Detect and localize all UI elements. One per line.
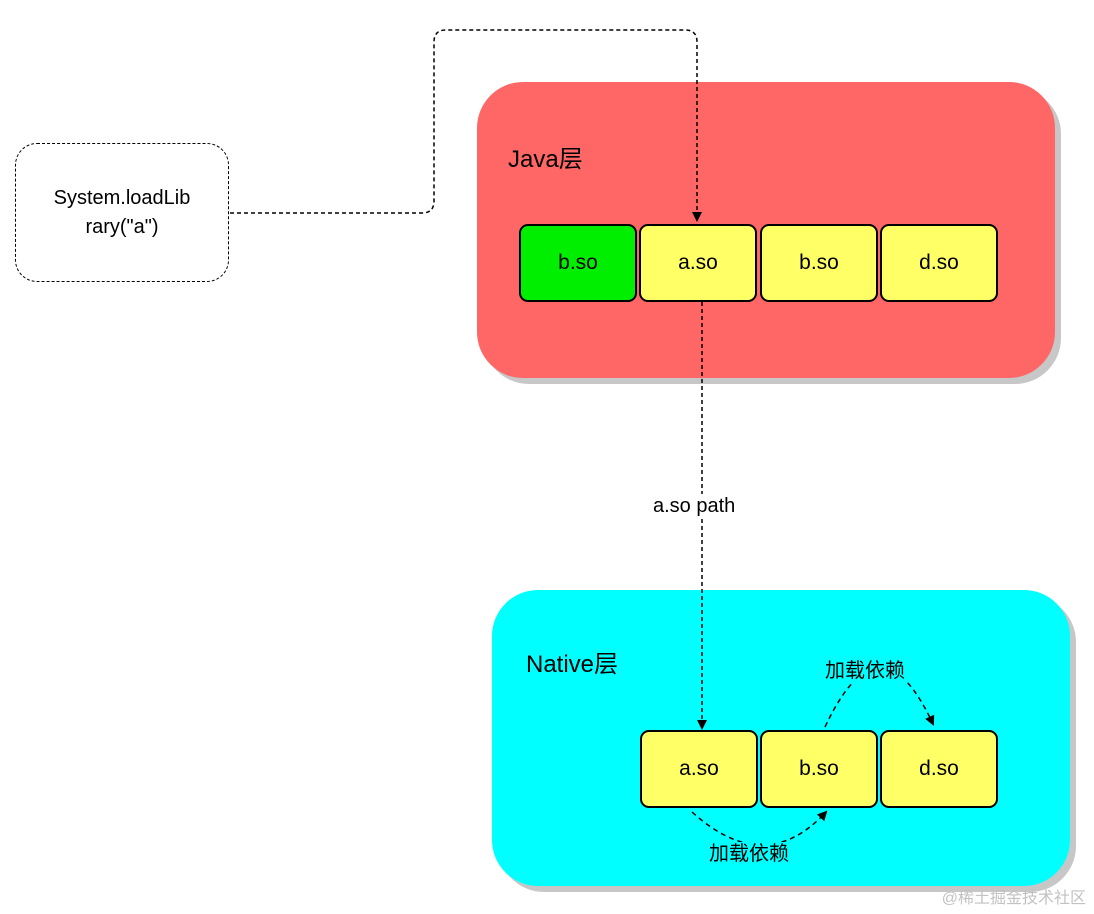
java-layer-panel: Java层 b.so a.so b.so d.so [477,82,1055,378]
native-layer-title: Native层 [526,651,619,678]
call-text-line-2: rary("a") [85,215,159,238]
a-so-path-label: a.so path [651,494,738,518]
dependency-label-bottom: 加载依赖 [707,842,791,866]
native-lib-d-so: d.so [880,730,998,808]
call-text-line-1: System.loadLib [53,186,191,209]
watermark: @稀土掘金技术社区 [941,890,1086,907]
java-layer-title: Java层 [508,146,583,173]
dependency-label-top: 加载依赖 [823,659,907,683]
java-lib-d-so: d.so [880,224,998,302]
java-lib-b-so-loaded: b.so [519,224,637,302]
java-lib-b-so: b.so [760,224,878,302]
load-library-call-box: System.loadLib rary("a") [15,143,229,282]
native-lib-a-so: a.so [640,730,758,808]
java-lib-a-so: a.so [639,224,757,302]
native-lib-b-so: b.so [760,730,878,808]
